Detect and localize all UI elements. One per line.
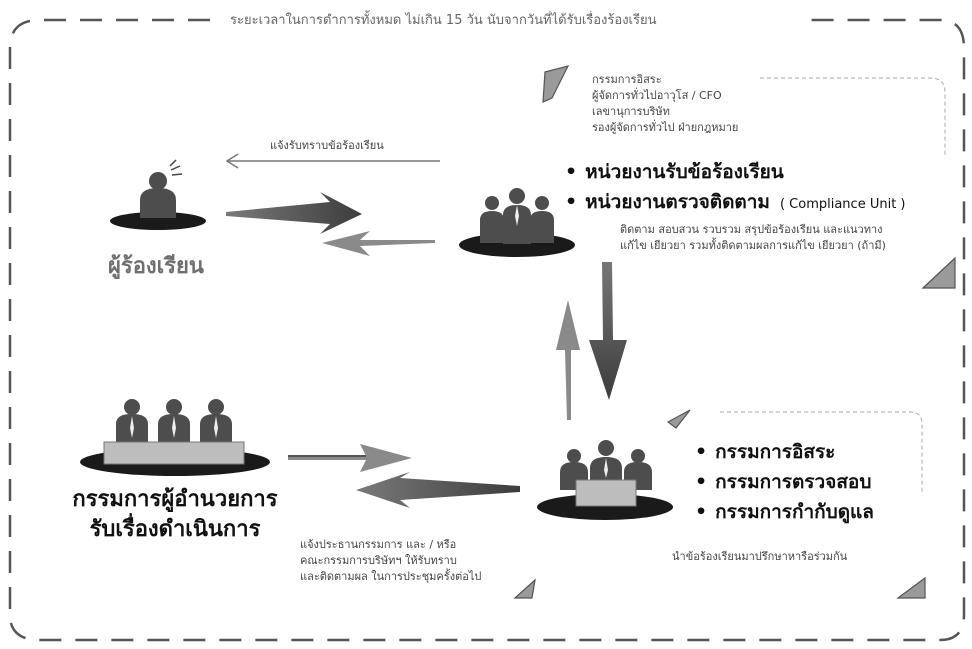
management-board-icon [80,399,270,476]
committee-member: •กรรมการตรวจสอบ [695,471,872,493]
ack-label: แจ้งรับทราบข้อร้องเรียน [270,139,384,152]
duty-line: ติดตาม สอบสวน รวบรวม สรุปข้อร้องเรียน แล… [620,223,883,236]
ack-arrow [225,153,440,169]
management-report: แจ้งประธานกรรมการ และ / หรือ คณะกรรมการบ… [300,537,481,585]
management-label-line: กรรมการผู้อำนวยการ [72,487,278,512]
dashed-frame [8,18,966,642]
unit-item: •หน่วยงานตรวจติดตาม( Compliance Unit ) [565,191,906,213]
unit-name: หน่วยงานรับข้อร้องเรียน [585,161,784,183]
committee-members-list: •กรรมการอิสระ •กรรมการตรวจสอบ •กรรมการกำ… [695,437,874,527]
signer-item: กรรมการอิสระ [592,73,662,86]
committee-member: •กรรมการกำกับดูแล [695,501,874,523]
complaint-response-arrow [322,231,435,256]
unit-to-committee-arrow [589,262,627,400]
dashed-brackets [720,77,946,492]
signer-item: ผู้จัดการทั่วไปอาวุโส / CFO [592,89,722,102]
signer-item: รองผู้จัดการทั่วไป ฝ่ายกฎหมาย [592,121,739,134]
unit-name: หน่วยงานตรวจติดตาม [585,191,770,213]
signers-list: กรรมการอิสระ ผู้จัดการทั่วไปอาวุโส / CFO… [592,72,738,136]
committee-group-icon [537,440,673,520]
committee-to-unit-arrow [556,300,580,420]
committee-member: •กรรมการอิสระ [695,441,836,463]
complainant-label: ผู้ร้องเรียน [108,254,204,279]
committee-to-management-arrow [356,472,520,508]
management-label-line: รับเรื่องดำเนินการ [89,517,261,542]
report-line: คณะกรรมการบริษัทฯ ให้รับทราบ [300,554,457,567]
complainant-figure-icon [110,159,206,230]
unit-item: •หน่วยงานรับข้อร้องเรียน [565,161,784,183]
paper-fold-icons [513,65,956,599]
report-line: แจ้งประธานกรรมการ และ / หรือ [300,538,457,551]
unit-duties: ติดตาม สอบสวน รวบรวม สรุปข้อร้องเรียน แล… [620,222,886,254]
receiving-unit-group-icon [459,188,575,257]
unit-sub: ( Compliance Unit ) [779,197,906,212]
timeline-title: ระยะเวลาในการดำการทั้งหมด ไม่เกิน 15 วัน… [222,9,665,30]
management-label: กรรมการผู้อำนวยการ รับเรื่องดำเนินการ [55,485,295,545]
committee-note: นำข้อร้องเรียนมาปรึกษาหารือร่วมกัน [672,550,848,563]
duty-line: แก้ไข เยียวยา รวมทั้งติดตามผลการแก้ไข เย… [620,239,886,252]
complaint-submit-arrow [226,192,362,234]
signer-item: เลขานุการบริษัท [592,105,670,118]
receiving-units-list: •หน่วยงานรับข้อร้องเรียน •หน่วยงานตรวจติ… [565,157,906,220]
report-line: และติดตามผล ในการประชุมครั้งต่อไป [300,570,482,583]
management-to-committee-arrow [288,444,412,472]
